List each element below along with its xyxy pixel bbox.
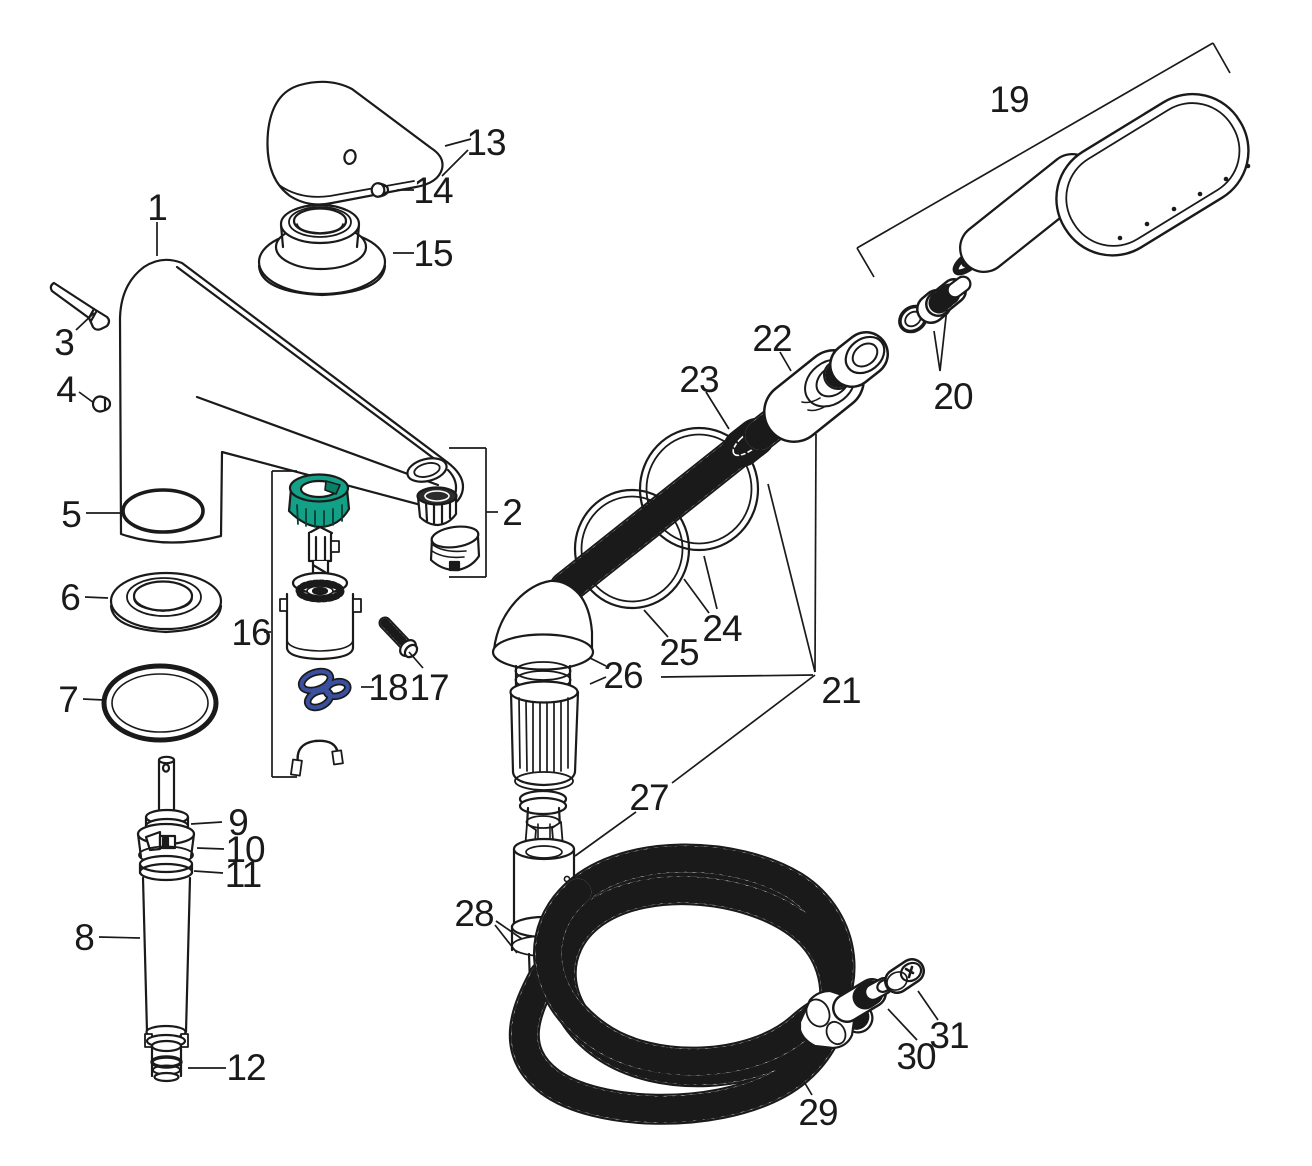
base-ring-art [109,571,223,634]
friction-rings-art [573,426,760,610]
part-label-29-shower-hose: 29 [798,1092,837,1133]
leader-part-24-2 [703,555,718,610]
part-label-3-guide-pin: 3 [54,322,74,363]
part-label-16-cartridge-kit: 16 [231,612,270,653]
bracket-21-line-1 [814,433,817,673]
leader-part-28 [495,920,523,940]
bracket-19-line-2 [856,247,875,278]
part-label-22-hose-nut: 22 [752,318,791,359]
fixing-screw-art [378,616,419,659]
leader-part-29 [793,1064,813,1096]
shower-hose-art [508,843,874,1125]
part-label-15-handle-escutcheon: 15 [413,233,453,274]
part-label-28-sleeve-ring: 28 [454,893,493,934]
leader-part-8 [98,936,141,939]
part-label-20-check-valve: 20 [933,376,973,417]
leader-part-24 [683,578,710,614]
leader-part-30 [887,1008,918,1041]
part-label-6-base-ring: 6 [60,577,80,618]
leader-part-10 [196,847,225,850]
bracket-21-line-4 [671,674,816,784]
part-label-18-seal-set: 18 [368,667,407,708]
bracket-21-line-3 [660,674,814,678]
leader-part-13-2 [441,149,469,177]
drain-rod-art [136,755,196,1083]
part-label-26-valve-body: 26 [603,655,642,696]
part-label-4-set-screw: 4 [56,369,76,410]
part-label-31-insert-fitting: 31 [929,1015,968,1056]
hand-shower-art [952,92,1251,276]
part-label-10-rod-head: 10 [225,829,265,870]
leader-part-26 [589,657,607,667]
cartridge-kit-art [279,473,362,777]
part-label-23-hose-seal-ring: 23 [679,359,718,400]
handle-escutcheon-art [257,203,387,297]
part-label-8-drain-rod-tube: 8 [74,917,94,958]
part-label-5-o-ring: 5 [61,494,81,535]
o-ring-5-art [121,488,205,534]
part-label-13-lever-handle: 13 [466,122,505,163]
leader-part-28-2 [494,924,518,954]
hose-pipe-art [549,331,889,605]
part-label-27-slide-connector: 27 [629,777,668,818]
leader-part-23 [705,391,730,430]
leader-part-22 [779,351,792,372]
grub-screw-art [370,182,390,198]
part-label-30-hose-connector: 30 [896,1036,936,1077]
part-label-9-rod-collar: 9 [228,802,248,843]
leader-part-27 [574,811,637,857]
leader-part-17 [408,651,424,669]
part-label-7-o-ring-large: 7 [58,679,78,720]
bracket-21-line-2 [767,483,816,673]
o-ring-7-art [101,663,219,743]
leader-part-4 [78,391,95,404]
check-valve-art [898,275,972,334]
bracket-19-line-3 [1212,42,1231,74]
hose-end-art [798,958,925,1050]
part-label-11-rod-seal: 11 [225,854,261,895]
leader-part-31 [917,990,939,1021]
aerator-art [406,457,481,572]
leader-part-3 [75,312,95,331]
part-labels: 1234567891011121314151617181920212223242… [54,79,1029,1133]
leader-part-13 [444,138,472,147]
leader-part-11 [193,870,224,874]
lever-handle-art [266,80,444,206]
part-label-1-spout-body: 1 [147,187,167,228]
part-label-24-friction-rings: 24 [702,608,742,649]
leader-part-26-2 [589,676,607,685]
part-label-14-grub-screw: 14 [413,170,453,211]
part-label-2-aerator-assembly: 2 [502,492,522,533]
leader-part-7 [82,698,105,701]
part-label-19-hand-shower: 19 [989,79,1028,120]
leader-lines [75,42,1231,1096]
leader-part-25 [643,609,669,638]
valve-body-art [491,579,595,854]
set-screw-art [91,395,112,413]
spout-art [118,258,465,544]
part-label-12-rod-tip: 12 [226,1047,265,1088]
part-label-21-hose-pipe-assembly: 21 [821,670,860,711]
leader-part-6 [84,596,109,599]
leader-part-9 [190,821,223,825]
bracket-19-line-1 [856,42,1214,249]
part-label-25-support-ring: 25 [659,632,699,673]
part-label-17-fixing-screw: 17 [409,667,448,708]
leader-part-20 [933,307,948,372]
